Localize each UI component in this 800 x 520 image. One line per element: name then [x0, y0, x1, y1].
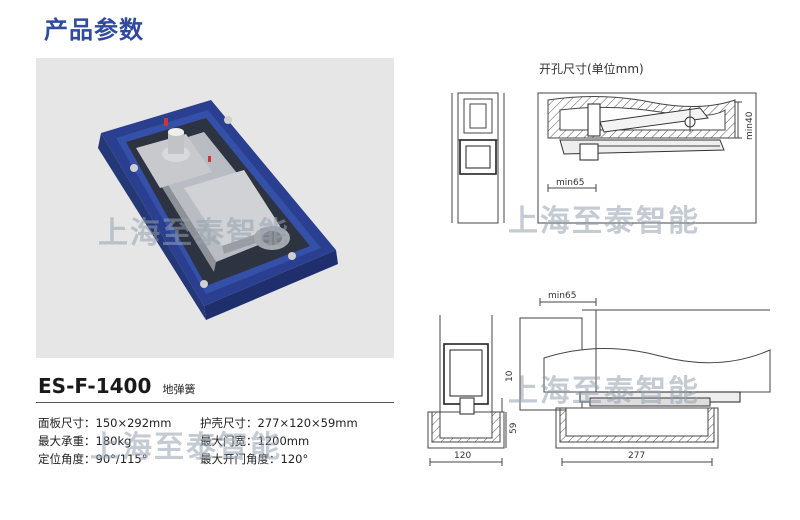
bottom-side-view [427, 315, 507, 466]
spec-table: 面板尺寸：150×292mm 护壳尺寸：277×120×59mm 最大承重：18… [38, 414, 398, 468]
dim-min65-top: min65 [556, 178, 584, 188]
dim-277: 277 [628, 451, 645, 461]
dim-120: 120 [454, 451, 471, 461]
divider [36, 402, 394, 403]
watermark: 上海至泰智能 [90, 430, 282, 465]
spec-max-open-angle: 最大开门角度：120° [200, 452, 309, 466]
spec-max-door-width: 最大门宽：1200mm [200, 434, 310, 448]
dim-min40: min40 [745, 111, 755, 140]
dim-59: 59 [509, 422, 519, 434]
floor-spring-illustration [98, 100, 338, 320]
spec-positioning-angle: 定位角度：90°/115° [38, 452, 148, 466]
dim-min65-bottom: min65 [548, 291, 576, 301]
product-photo [36, 58, 394, 358]
product-type: 地弹簧 [162, 383, 196, 396]
spec-row: 最大承重：180kg 最大门宽：1200mm [38, 432, 398, 450]
product-model-row: ES-F-1400 地弹簧 [38, 374, 195, 398]
top-side-view [451, 92, 505, 224]
top-section-view [537, 92, 757, 224]
spec-max-load: 最大承重：180kg [38, 434, 132, 448]
page-title: 产品参数 [44, 16, 144, 44]
hole-size-title: 开孔尺寸(单位mm) [539, 62, 644, 76]
watermark: 上海至泰智能 [508, 374, 700, 409]
watermark: 上海至泰智能 [98, 216, 290, 251]
spec-row: 定位角度：90°/115° 最大开门角度：120° [38, 450, 398, 468]
spec-housing-size: 护壳尺寸：277×120×59mm [200, 416, 358, 430]
dim-10: 10 [505, 370, 515, 382]
bottom-section-view [519, 298, 771, 466]
spec-panel-size: 面板尺寸：150×292mm [38, 416, 172, 430]
product-model: ES-F-1400 [38, 374, 152, 398]
watermark: 上海至泰智能 [508, 204, 700, 239]
spec-row: 面板尺寸：150×292mm 护壳尺寸：277×120×59mm [38, 414, 398, 432]
